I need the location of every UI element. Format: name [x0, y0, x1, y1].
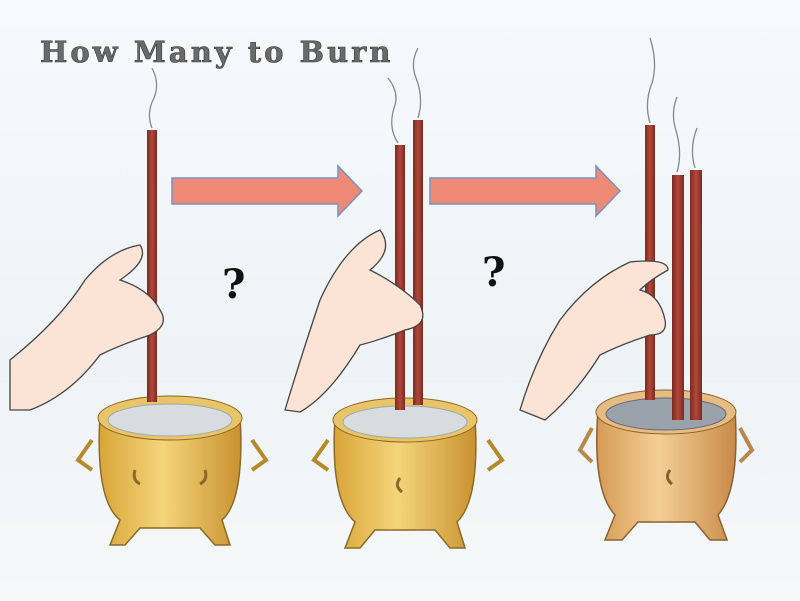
hand [9, 244, 164, 411]
incense-stick [395, 145, 405, 410]
hand [284, 229, 424, 413]
hand [519, 260, 669, 421]
title: How Many to Burn [40, 35, 394, 69]
panel-one-stick [9, 67, 269, 546]
smoke [387, 47, 422, 144]
arrow-right-icon [429, 164, 622, 218]
panel-two-sticks [284, 47, 505, 549]
question-mark: ? [222, 261, 245, 308]
smoke [646, 37, 698, 173]
incense-stick [690, 170, 702, 420]
burner-pot [311, 397, 505, 549]
burner-pot [577, 389, 755, 541]
incense-stick [147, 130, 157, 402]
incense-stick [413, 120, 423, 405]
incense-stick [672, 175, 684, 420]
burner-pot [75, 395, 269, 546]
arrow-right-icon [171, 164, 364, 218]
question-mark: ? [482, 249, 505, 296]
panel-three-sticks [519, 37, 755, 541]
smoke [148, 67, 158, 129]
